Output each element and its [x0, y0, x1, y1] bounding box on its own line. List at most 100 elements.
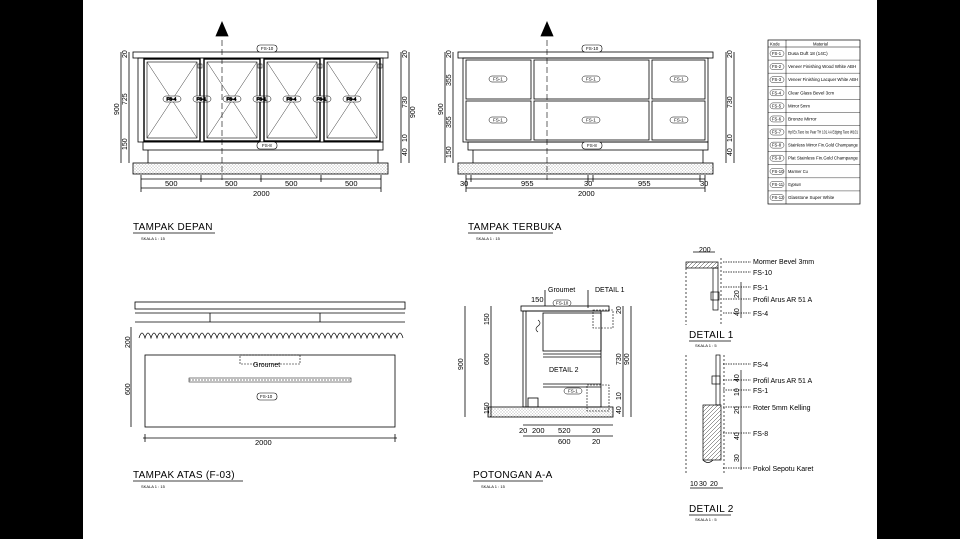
- open-dim-total: 2000: [578, 189, 595, 198]
- front-dim-top: 20: [122, 50, 129, 58]
- open-dim-l1: 355: [446, 74, 453, 86]
- door-hinge: [257, 63, 263, 69]
- title-front: TAMPAK DEPAN: [133, 222, 213, 233]
- top-dim-600: 600: [125, 383, 132, 395]
- legend-material: Glasstone Super White: [788, 195, 835, 200]
- legend-material: Gypsum: [788, 182, 802, 187]
- open-tag-7: FS-8: [587, 143, 597, 148]
- title-open: TAMPAK TERBUKA: [468, 222, 562, 233]
- front-tags: FS-10 FS-8: [256, 44, 278, 150]
- open-dim-l4: 150: [446, 146, 453, 158]
- section-dim-r0: 20: [616, 306, 623, 314]
- section-dim-600: 600: [484, 353, 491, 365]
- detail1-top-dim: 200: [699, 247, 711, 254]
- front-door-2: FS-4 FS-1: [203, 58, 272, 142]
- section-dim-r1: 730: [616, 353, 623, 365]
- scale-detail2: SKALA 1 : 5: [695, 517, 717, 522]
- open-dim-2: 30: [584, 179, 592, 188]
- detail2-bdim-2: 20: [710, 481, 718, 488]
- detail1-callout-3: Profil Arus AR 51 A: [753, 297, 812, 304]
- open-dim-r2: 10: [727, 134, 734, 142]
- detail-1-labels: 200 Mormer Bevel 3mm FS-10 FS-1 Profil A…: [699, 247, 814, 318]
- open-tag-6: FS-1: [674, 118, 684, 123]
- front-dim-body: 725: [122, 93, 129, 105]
- legend-code: FS-9: [772, 156, 782, 161]
- legend-material: Hpl Ex.Taco Ice Pear TH 101 AA Edging Ta…: [788, 130, 858, 135]
- front-tag-8: FS-8: [262, 143, 272, 148]
- legend-material: Marmer Cu: [788, 169, 808, 174]
- front-door-tag-1: FS-4: [167, 97, 177, 102]
- top-groumet-label: Groumet: [253, 362, 280, 369]
- section-dim-r2: 10: [616, 392, 623, 400]
- detail2-callout-2: FS-1: [753, 388, 768, 395]
- legend-header-material: Material: [813, 42, 828, 47]
- detail1-callout-0: Mormer Bevel 3mm: [753, 259, 814, 266]
- section-dim-b2: 520: [558, 426, 571, 435]
- section-marker-open: A: [544, 29, 550, 38]
- section-dim-150a: 150: [484, 313, 491, 325]
- detail2-callout-1: Profil Arus AR 51 A: [753, 378, 812, 385]
- detail2-callout-5: Pokol Sepotu Karet: [753, 466, 813, 473]
- legend-code: FS-2: [772, 64, 782, 69]
- open-dim-4: 30: [700, 179, 708, 188]
- open-tag-1: FS-1: [493, 77, 503, 82]
- top-dim-total: 2000: [255, 438, 272, 447]
- detail1-callout-2: FS-1: [753, 285, 768, 292]
- front-handle-tag-1: FS-1: [197, 97, 207, 102]
- section-labels: Groumet DETAIL 1 DETAIL 2 FS-10 FS-1 150…: [458, 287, 631, 446]
- detail2-dim-2: 20: [734, 406, 741, 414]
- front-door-4: FS-4: [323, 58, 383, 142]
- detail1-callout-4: FS-4: [753, 311, 768, 318]
- open-dim-3: 955: [638, 179, 651, 188]
- open-tag-2: FS-1: [493, 118, 503, 123]
- door-hinge: [317, 63, 323, 69]
- section-dim-top: 150: [531, 295, 544, 304]
- front-door-tag-2: FS-4: [227, 97, 237, 102]
- open-elevation: [444, 20, 735, 192]
- top-tag: FS-10: [260, 394, 273, 399]
- front-door-1: FS-4 FS-1: [143, 58, 212, 142]
- legend-material: Plat Stainless Fin.Gold Champange: [788, 156, 859, 161]
- section-dim-r3: 40: [616, 406, 623, 414]
- detail2-callout-3: Roter 5mm Kelling: [753, 405, 811, 412]
- legend-row: FS-9 Plat Stainless Fin.Gold Champange: [768, 151, 860, 162]
- front-dim-2: 500: [225, 179, 238, 188]
- front-dim-height: 900: [114, 103, 121, 115]
- front-handle-tag-2: FS-1: [257, 97, 267, 102]
- legend-material: Veneer Finishing Lacquer White ABH: [788, 77, 858, 82]
- detail-2: [685, 354, 751, 489]
- legend-code: FS-1: [772, 51, 782, 56]
- section-groumet: Groumet: [548, 287, 575, 294]
- open-tag-3: FS-1: [586, 77, 596, 82]
- legend-code: FS-11: [772, 182, 784, 187]
- legend-code: FS-3: [772, 77, 782, 82]
- front-dim-r4: 40: [402, 148, 409, 156]
- front-door-tag-4: FS-4: [347, 97, 357, 102]
- title-section: POTONGAN A-A: [473, 470, 553, 481]
- open-tag-4: FS-1: [586, 118, 596, 123]
- legend-code: FS-5: [772, 103, 782, 108]
- open-dim-1: 955: [521, 179, 534, 188]
- section-dim-900: 900: [458, 358, 465, 370]
- section-dim-b3: 20: [592, 426, 600, 435]
- detail1-dim-1: 40: [734, 308, 741, 316]
- detail-1: [685, 251, 751, 325]
- detail2-bdim-0: 10: [690, 481, 698, 488]
- open-dim-r0: 20: [727, 50, 734, 58]
- section-dim-b1: 200: [532, 426, 545, 435]
- legend-code: FS-8: [772, 143, 782, 148]
- scale-open: SKALA 1 : 15: [476, 236, 501, 241]
- front-dim-r1: 20: [402, 50, 409, 58]
- legend-row: FS-3 Veneer Finishing Lacquer White ABH: [768, 72, 860, 83]
